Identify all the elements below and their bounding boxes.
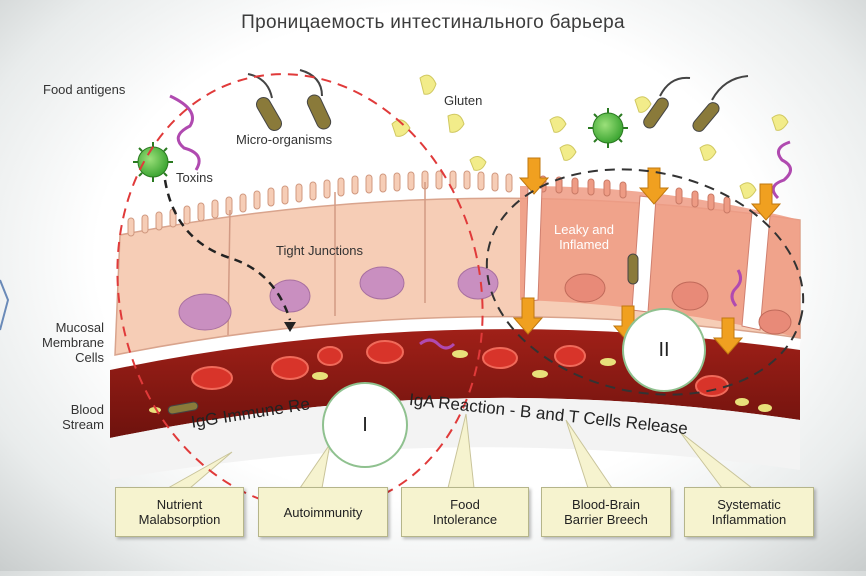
leaky-line-2: Inflamed	[559, 237, 609, 252]
region-two-outline	[485, 168, 805, 396]
outcome-line-2: Intolerance	[432, 512, 498, 527]
outcome-line-1: Blood-Brain	[572, 497, 640, 512]
toxins-label: Toxins	[176, 170, 213, 185]
gluten-in-blood	[149, 350, 772, 413]
outcome-line-1: Food	[450, 497, 480, 512]
outcome-box-autoimmunity: Autoimmunity	[258, 487, 388, 537]
page-title: Проницаемость интестинального барьера	[241, 12, 625, 33]
outcome-line-2: Inflammation	[711, 512, 787, 527]
microvilli	[127, 170, 513, 237]
toxin-path-arrowhead	[284, 322, 296, 332]
lower-band	[110, 397, 800, 480]
region-one-marker: I	[322, 382, 408, 468]
leaky-inflamed-label: Leaky and Inflamed	[554, 222, 614, 252]
blood-line-2: Stream	[62, 417, 104, 432]
region-two-marker: II	[622, 308, 706, 392]
red-blood-cells	[191, 340, 729, 397]
gluten-particles	[391, 74, 789, 199]
micro-organisms	[167, 69, 749, 415]
mucosal-line-1: Mucosal	[55, 320, 104, 335]
nuclei-inflamed	[564, 273, 792, 335]
blood-line-1: Blood	[70, 402, 104, 417]
outcome-line-1: Nutrient	[156, 497, 203, 512]
tight-junctions-label: Tight Junctions	[276, 243, 363, 258]
micro-organisms-label: Micro-organisms	[236, 132, 333, 147]
outcome-line-2: Barrier Breech	[564, 512, 648, 527]
blood-stream-label: Blood Stream	[42, 402, 104, 432]
outcome-line-1: Autoimmunity	[283, 504, 363, 520]
toxin-path	[163, 179, 292, 321]
food-antigens-label: Food antigens	[43, 82, 126, 97]
leaky-line-1: Leaky and	[554, 222, 614, 237]
left-edge-chevron	[0, 279, 10, 331]
mucosal-line-2: Membrane	[42, 335, 105, 350]
spirochetes	[169, 94, 792, 350]
leak-arrows	[512, 157, 782, 355]
virus-right	[588, 108, 628, 148]
outcome-connectors	[166, 413, 754, 489]
mucosal-label: Mucosal Membrane Cells	[42, 320, 104, 365]
nuclei	[178, 266, 499, 331]
outcome-line-2: Malabsorption	[138, 512, 221, 527]
gluten-label: Gluten	[444, 93, 483, 108]
outcome-line-1: Systematic	[717, 497, 781, 512]
mucosal-line-3: Cells	[75, 350, 104, 365]
